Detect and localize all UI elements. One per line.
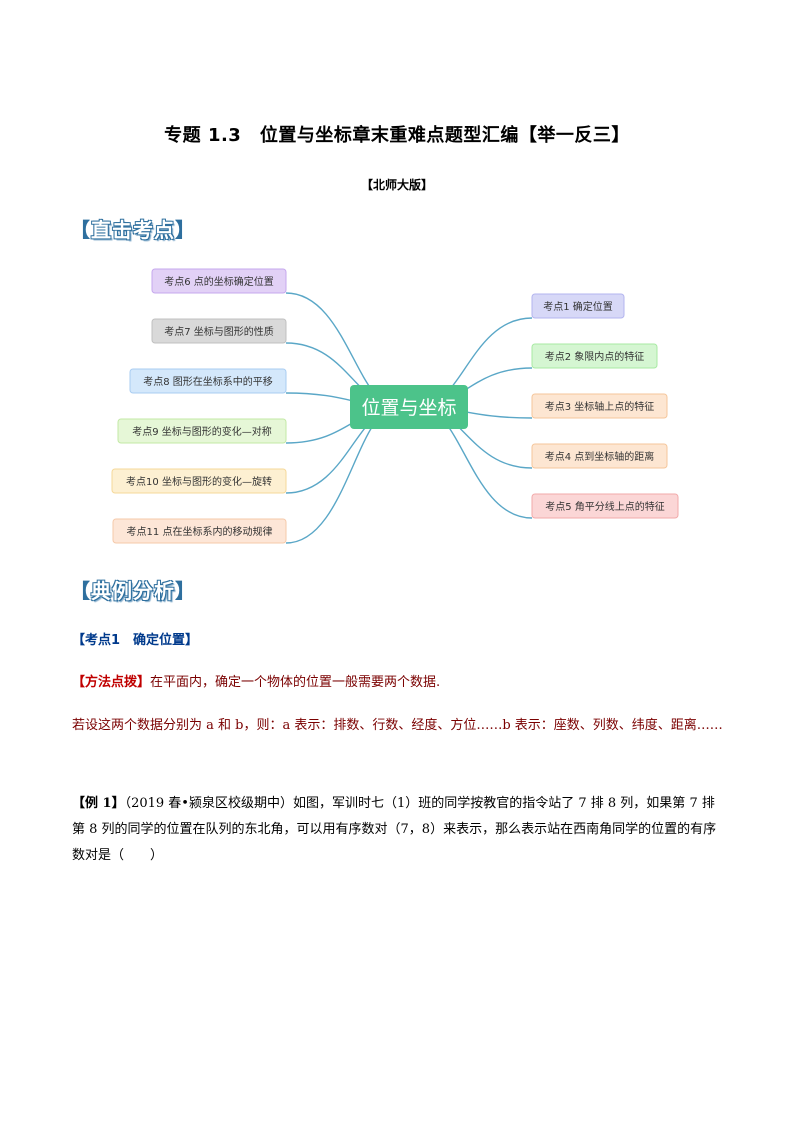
method-paragraph: 【方法点拨】在平面内，确定一个物体的位置一般需要两个数据. [72, 670, 727, 696]
mindmap-node-right-4: 考点4 点到坐标轴的距离 [531, 443, 668, 469]
topic-heading: 【考点1 确定位置】 [72, 633, 199, 648]
node-label: 考点4 点到坐标轴的距离 [545, 450, 655, 463]
mindmap-node-right-3: 考点3 坐标轴上点的特征 [531, 393, 668, 419]
mindmap-node-left-3: 考点8 图形在坐标系中的平移 [129, 368, 287, 394]
section-heading-key-points: 【直击考点】 [70, 218, 196, 242]
mindmap-center: 位置与坐标 [350, 385, 468, 429]
method-paragraph-2: 若设这两个数据分别为 a 和 b，则：a 表示：排数、行数、经度、方位……b 表… [72, 718, 723, 733]
node-box [151, 318, 287, 344]
example-paragraph: 【例 1】（2019 春•颍泉区校级期中）如图，军训时七（1）班的同学按教官的指… [72, 791, 727, 869]
node-label: 考点6 点的坐标确定位置 [164, 275, 274, 288]
mindmap-node-right-5: 考点5 角平分线上点的特征 [531, 493, 679, 519]
node-box [531, 393, 668, 419]
node-box [531, 343, 658, 369]
mindmap-node-left-5: 考点10 坐标与图形的变化—旋转 [111, 468, 287, 494]
example-tag: 【例 1】 [72, 796, 125, 811]
node-box [151, 268, 287, 294]
node-label: 考点5 角平分线上点的特征 [545, 500, 665, 513]
node-box [129, 368, 287, 394]
mindmap-node-right-2: 考点2 象限内点的特征 [531, 343, 658, 369]
edition-label: 【北师大版】 [360, 178, 433, 192]
node-box [111, 468, 287, 494]
node-label: 考点2 象限内点的特征 [545, 350, 645, 363]
node-box [531, 443, 668, 469]
document-title: 专题 1.3 位置与坐标章末重难点题型汇编【举一反三】 [164, 125, 630, 146]
mindmap-node-left-1: 考点6 点的坐标确定位置 [151, 268, 287, 294]
node-box [117, 418, 287, 444]
node-label: 考点7 坐标与图形的性质 [164, 325, 274, 338]
node-box [531, 293, 625, 319]
node-label: 考点10 坐标与图形的变化—旋转 [126, 475, 272, 488]
node-label: 考点3 坐标轴上点的特征 [545, 400, 655, 413]
node-label: 考点9 坐标与图形的变化—对称 [132, 425, 272, 438]
node-label: 考点1 确定位置 [543, 300, 613, 313]
node-box [112, 518, 287, 544]
method-tag: 【方法点拨】 [72, 675, 151, 690]
example-text: （2019 春•颍泉区校级期中）如图，军训时七（1）班的同学按教官的指令站了 7… [72, 796, 717, 863]
center-box [350, 385, 468, 429]
mindmap-node-left-4: 考点9 坐标与图形的变化—对称 [117, 418, 287, 444]
section-heading-examples: 【典例分析】 [70, 579, 196, 603]
node-box [531, 493, 679, 519]
mindmap-node-left-2: 考点7 坐标与图形的性质 [151, 318, 287, 344]
mindmap-node-left-6: 考点11 点在坐标系内的移动规律 [112, 518, 287, 544]
node-label: 考点11 点在坐标系内的移动规律 [127, 525, 273, 538]
method-text: 在平面内，确定一个物体的位置一般需要两个数据. [150, 675, 441, 690]
mindmap-node-right-1: 考点1 确定位置 [531, 293, 625, 319]
center-label: 位置与坐标 [361, 397, 456, 419]
node-label: 考点8 图形在坐标系中的平移 [143, 375, 273, 388]
